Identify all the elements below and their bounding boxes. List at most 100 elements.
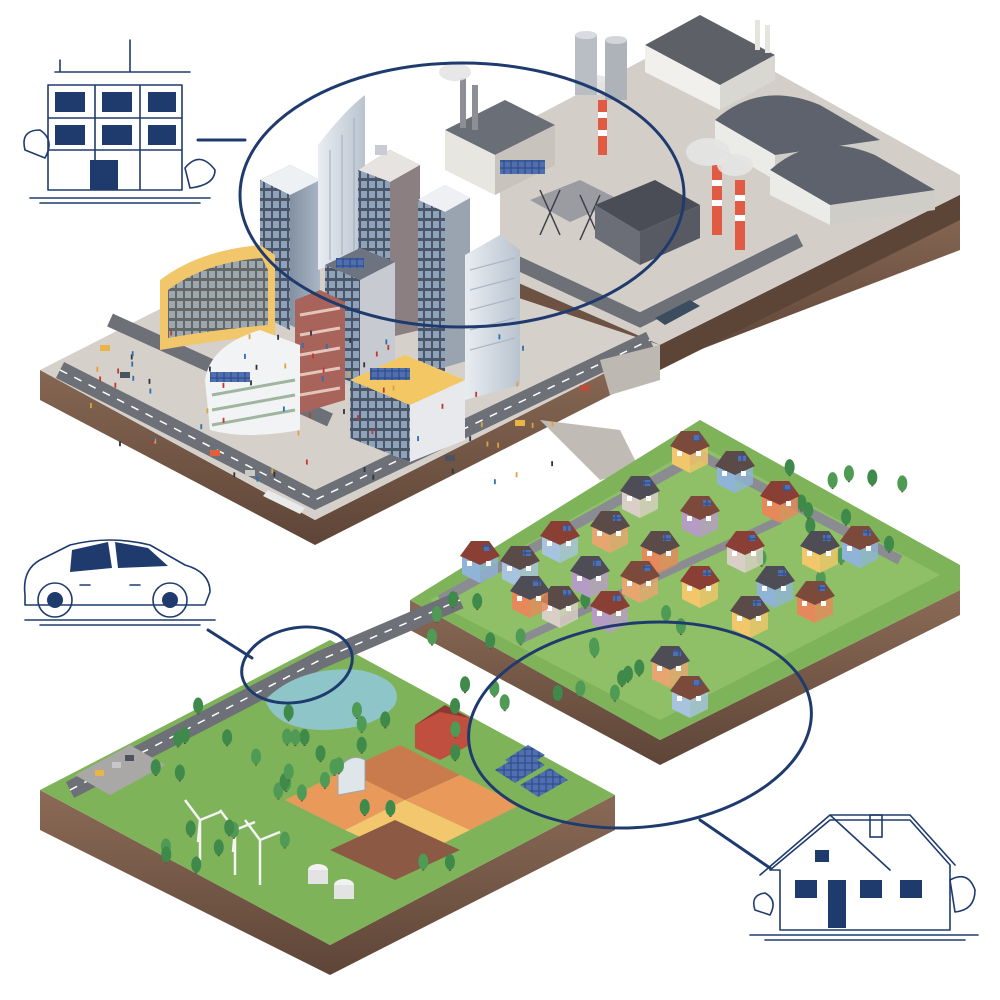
water-tanks	[308, 864, 354, 899]
tree	[150, 759, 161, 777]
tree	[444, 853, 455, 871]
tree	[485, 632, 496, 650]
tree	[431, 605, 442, 623]
house	[715, 451, 755, 493]
tree	[282, 728, 293, 746]
tree	[609, 684, 620, 702]
tree	[827, 472, 838, 490]
house-sketch-icon	[749, 814, 979, 941]
houses	[460, 431, 880, 718]
house	[510, 576, 550, 618]
tree	[884, 535, 895, 553]
tree	[191, 856, 202, 874]
office-building-sketch-icon	[23, 39, 216, 204]
house	[680, 566, 720, 608]
tree	[805, 517, 816, 535]
curved-white-tower	[318, 95, 365, 270]
tree	[319, 771, 330, 789]
house	[670, 431, 710, 473]
tree	[418, 853, 429, 871]
tree	[161, 846, 172, 864]
house	[795, 581, 835, 623]
tree	[426, 628, 437, 646]
house	[590, 591, 630, 633]
tree	[575, 680, 586, 698]
yellow-mall-building	[350, 355, 465, 462]
tree	[867, 469, 878, 487]
tree	[661, 605, 672, 623]
tree	[803, 502, 814, 520]
tree	[450, 721, 461, 739]
tree	[359, 798, 370, 816]
warehouse	[645, 15, 775, 110]
tree	[299, 728, 310, 746]
power-substation	[530, 180, 700, 265]
tree	[552, 684, 563, 702]
house	[540, 521, 580, 563]
house	[620, 476, 660, 518]
curved-yellow-building	[160, 245, 275, 350]
silos	[575, 31, 627, 100]
brick-building	[295, 290, 345, 415]
callout-car	[206, 625, 354, 705]
hangar	[770, 145, 935, 225]
house	[620, 561, 660, 603]
factory	[445, 78, 555, 195]
tree	[283, 763, 294, 781]
house	[730, 596, 770, 638]
white-tower	[465, 235, 520, 400]
tree	[841, 508, 852, 526]
tree	[193, 697, 204, 715]
tree	[634, 659, 645, 677]
tree	[222, 729, 233, 747]
house	[760, 481, 800, 523]
pond	[265, 669, 397, 730]
tree	[251, 748, 262, 766]
curved-white-building	[205, 330, 300, 435]
farm-fields	[285, 745, 520, 880]
tree	[472, 593, 483, 611]
house	[670, 676, 710, 718]
tree	[290, 729, 301, 747]
tree	[333, 757, 344, 775]
tree	[447, 591, 458, 609]
house	[840, 526, 880, 568]
downtown-block	[40, 95, 700, 545]
house	[540, 586, 580, 628]
trees	[150, 459, 908, 874]
tree	[185, 820, 196, 838]
electric-car-sketch-icon	[23, 539, 216, 626]
tree	[224, 819, 235, 837]
tree	[315, 745, 326, 763]
solar-panel-array	[495, 745, 568, 797]
house	[725, 531, 765, 573]
house	[590, 511, 630, 553]
tree	[174, 764, 185, 782]
farm-block	[40, 591, 615, 975]
tree	[515, 628, 526, 646]
smoke-stack	[439, 63, 753, 250]
city-bus	[263, 300, 700, 514]
tree	[351, 702, 362, 720]
tree	[843, 465, 854, 483]
tree	[589, 640, 600, 658]
tree	[380, 711, 391, 729]
tree	[499, 694, 510, 712]
pedestrians	[90, 330, 554, 485]
house	[800, 531, 840, 573]
industrial-block	[439, 15, 960, 370]
callout-houses	[467, 620, 813, 870]
house	[460, 541, 500, 583]
office-tower	[418, 185, 470, 378]
house	[650, 646, 690, 688]
tree	[450, 697, 461, 715]
parking-lot	[75, 745, 165, 795]
house	[680, 496, 720, 538]
tree	[273, 782, 284, 800]
tree	[356, 736, 367, 754]
tree	[622, 665, 633, 683]
tree	[460, 676, 471, 694]
tree	[385, 799, 396, 817]
tree	[784, 459, 795, 477]
